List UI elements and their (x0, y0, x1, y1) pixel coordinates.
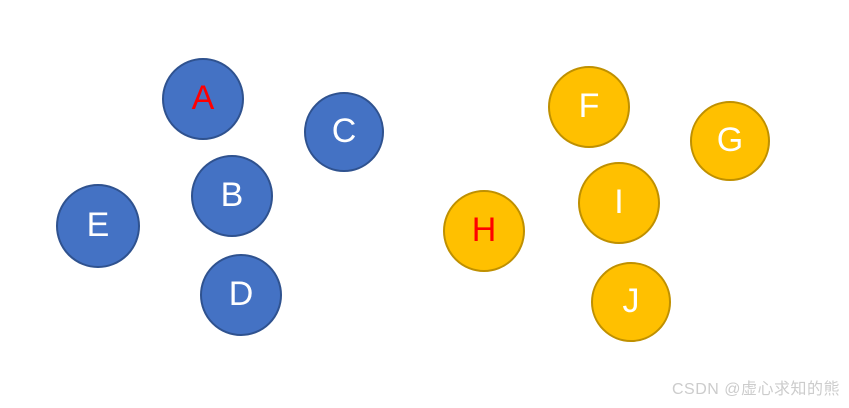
watermark-text: CSDN @虚心求知的熊 (671, 381, 840, 398)
watermark: CSDN @虚心求知的熊 (672, 375, 840, 399)
circle-h-label: H (471, 211, 497, 249)
circle-c-label: C (331, 112, 357, 150)
circle-c: C (304, 92, 384, 172)
circle-f: F (548, 66, 630, 148)
circle-j-label: J (622, 282, 640, 320)
circle-d-label: D (228, 275, 254, 313)
circle-g-label: G (716, 121, 744, 159)
circle-b-label: B (220, 176, 244, 214)
circle-h: H (443, 190, 525, 272)
circle-j: J (591, 262, 671, 342)
circle-i-label: I (614, 183, 624, 221)
circle-d: D (200, 254, 282, 336)
circle-a-label: A (191, 79, 215, 117)
circle-a: A (162, 58, 244, 140)
circle-b: B (191, 155, 273, 237)
circle-i: I (578, 162, 660, 244)
circle-e: E (56, 184, 140, 268)
circle-e-label: E (86, 206, 110, 244)
circle-f-label: F (578, 87, 600, 125)
circle-g: G (690, 101, 770, 181)
